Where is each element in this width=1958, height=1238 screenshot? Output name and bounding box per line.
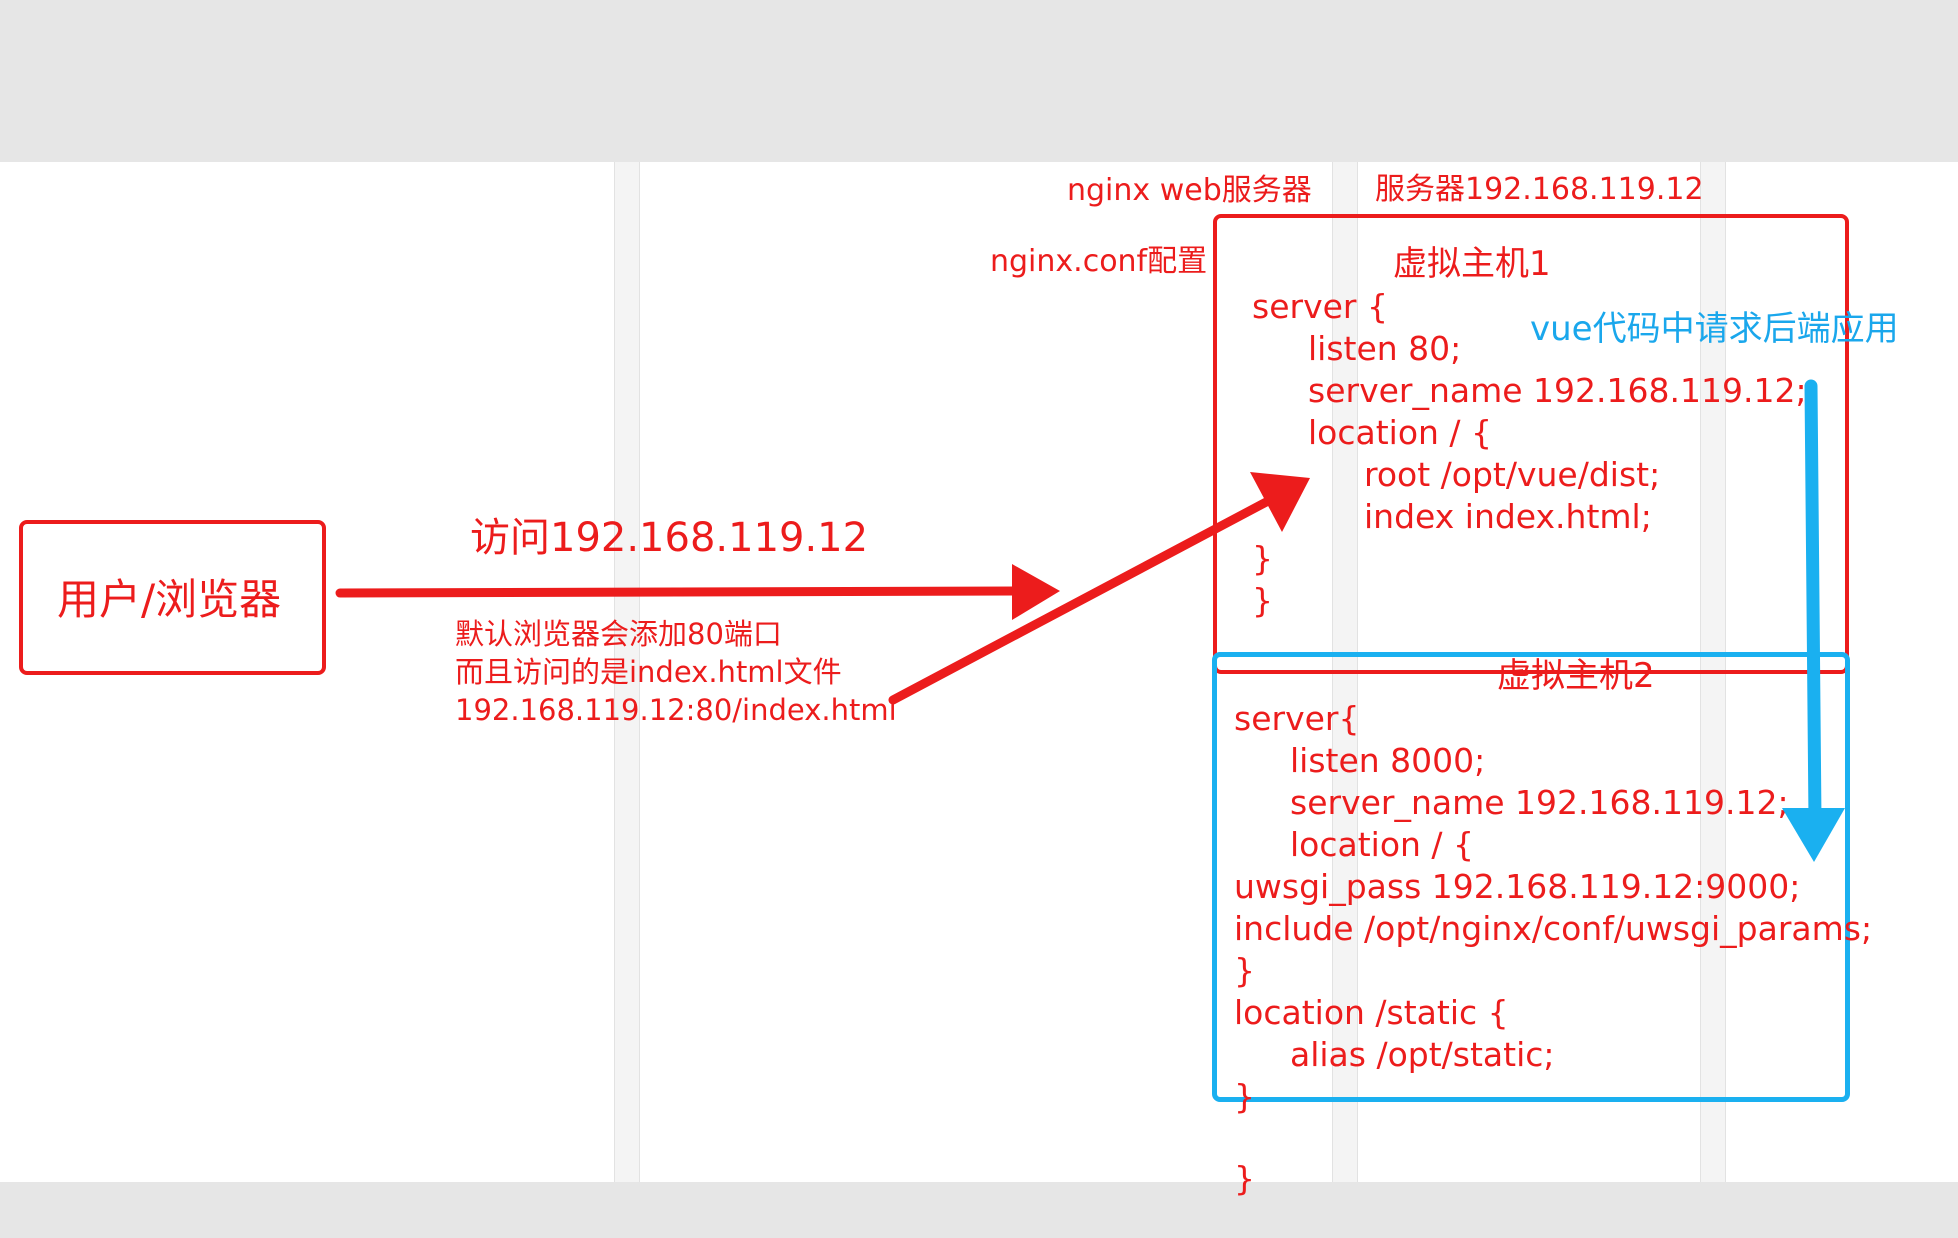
column-guide <box>614 162 640 1182</box>
bottom-band <box>0 1182 1958 1238</box>
virtual-host-1-box <box>1213 214 1849 674</box>
vhost1-code-line: } <box>1252 581 1273 620</box>
browser-request-arrowhead <box>1012 564 1060 620</box>
vue-backend-arrowhead <box>1782 808 1845 862</box>
vhost2-code-line: location / { <box>1290 825 1475 864</box>
vue-request-label: vue代码中请求后端应用 <box>1530 309 1899 349</box>
vhost2-code-line: uwsgi_pass 192.168.119.12:9000; <box>1234 867 1801 906</box>
request-note-line: 192.168.119.12:80/index.html <box>455 693 897 727</box>
vhost1-code-line: root /opt/vue/dist; <box>1364 455 1661 494</box>
port80-arrowhead <box>1250 472 1310 532</box>
vhost2-title: 虚拟主机2 <box>1497 656 1655 696</box>
vhost2-code-line: } <box>1234 1077 1255 1116</box>
port80-arrow <box>888 495 1275 705</box>
vhost2-code-line: server_name 192.168.119.12; <box>1290 783 1789 822</box>
browser-request-arrow <box>335 586 1025 598</box>
top-band <box>0 0 1958 162</box>
browser-label: 用户/浏览器 <box>57 575 282 624</box>
vhost1-code-line: } <box>1252 539 1273 578</box>
vue-backend-arrow <box>1804 379 1822 827</box>
nginx-conf-label: nginx.conf配置 <box>990 244 1208 279</box>
request-note-line: 而且访问的是index.html文件 <box>455 655 842 689</box>
request-note-line: 默认浏览器会添加80端口 <box>455 617 782 651</box>
nginx-web-label: nginx web服务器 <box>1067 173 1312 208</box>
vhost1-code-line: server_name 192.168.119.12; <box>1308 371 1807 410</box>
vhost2-code-line: server{ <box>1234 699 1360 738</box>
vhost1-code-line: index index.html; <box>1364 497 1652 536</box>
vhost2-code-line: listen 8000; <box>1290 741 1486 780</box>
vhost1-code-line: location / { <box>1308 413 1493 452</box>
virtual-host-2-box <box>1212 652 1850 1102</box>
vhost2-code-line: include /opt/nginx/conf/uwsgi_params; <box>1234 909 1873 948</box>
vhost1-code-line: listen 80; <box>1308 329 1462 368</box>
vhost1-title: 虚拟主机1 <box>1393 244 1551 284</box>
server-host-label: 服务器192.168.119.12 <box>1375 172 1704 207</box>
vhost1-code-line: server { <box>1252 287 1388 326</box>
vhost2-code-line: } <box>1234 951 1255 990</box>
request-title: 访问192.168.119.12 <box>470 515 869 561</box>
vhost2-code-line: } <box>1234 1159 1255 1198</box>
browser-box: 用户/浏览器 <box>19 520 326 675</box>
vhost2-code-line: alias /opt/static; <box>1290 1035 1555 1074</box>
vhost2-code-line: location /static { <box>1234 993 1509 1032</box>
